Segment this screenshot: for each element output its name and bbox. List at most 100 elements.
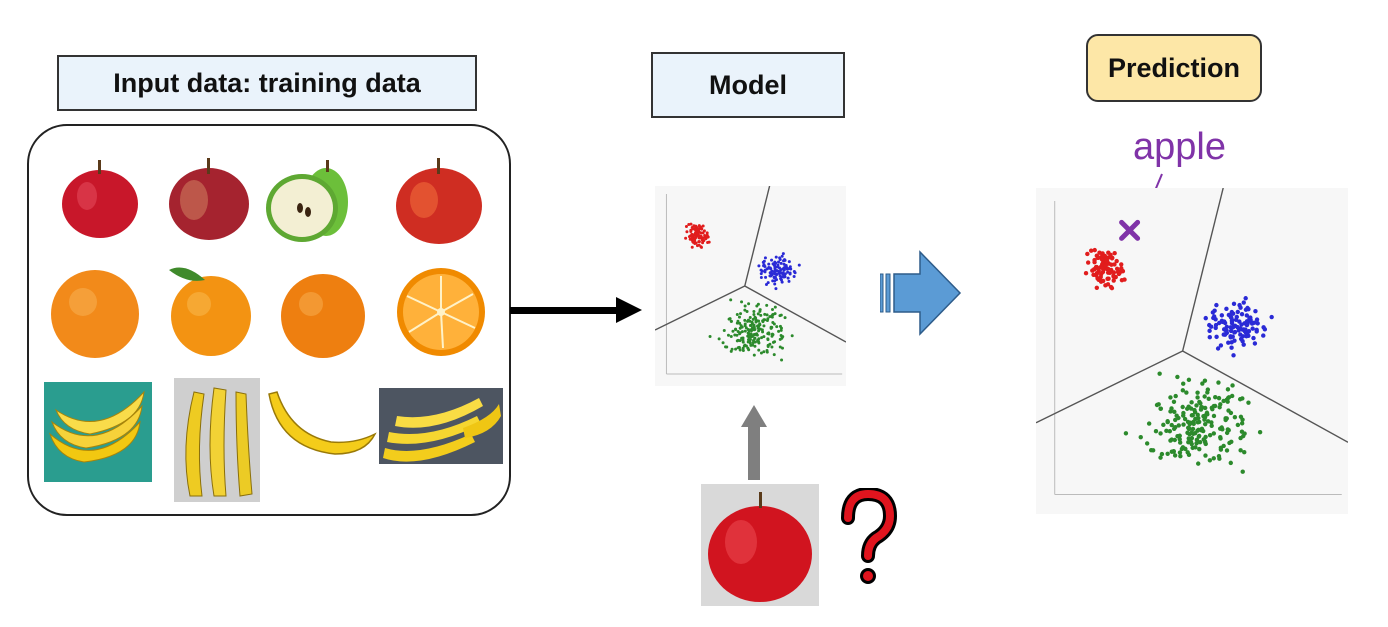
green-cluster-point: [739, 312, 743, 316]
green-cluster-point: [751, 343, 755, 347]
green-cluster-point: [760, 336, 764, 340]
green-cluster-point: [770, 308, 774, 312]
blue-cluster-point: [1236, 328, 1241, 333]
green-cluster-point: [753, 315, 757, 319]
green-cluster-point: [1226, 408, 1231, 413]
red-cluster-point: [1094, 285, 1100, 290]
green-cluster-point: [1194, 441, 1199, 446]
green-cluster-point: [738, 348, 742, 352]
red-cluster-point: [1119, 262, 1124, 267]
question-mark-icon: [841, 488, 898, 584]
green-cluster-point: [743, 322, 747, 326]
green-cluster-point: [1167, 428, 1173, 434]
blue-cluster-point: [773, 265, 777, 269]
green-cluster-point: [1216, 380, 1221, 385]
green-cluster-point: [1192, 409, 1198, 415]
red-cluster-point: [706, 241, 710, 245]
green-cluster-point: [747, 335, 751, 339]
green-cluster-point: [779, 313, 783, 317]
green-cluster-point: [1224, 448, 1230, 453]
red-cluster-point: [696, 227, 700, 231]
blue-cluster-point: [1229, 345, 1234, 350]
green-cluster-point: [1165, 451, 1170, 457]
decision-boundary: [655, 285, 746, 331]
green-cluster-point: [1195, 412, 1200, 418]
blue-cluster-point: [1214, 302, 1219, 308]
green-cluster-point: [1158, 406, 1163, 411]
red-cluster-point: [1090, 268, 1095, 273]
prediction-title: Prediction: [1086, 34, 1262, 102]
red-cluster-point: [1088, 248, 1094, 253]
red-cluster-point: [691, 227, 695, 231]
green-cluster-point: [1211, 413, 1217, 419]
green-cluster-point: [738, 331, 742, 335]
green-cluster-point: [1177, 437, 1182, 442]
blue-cluster-point: [1239, 322, 1244, 327]
red-cluster-point: [1097, 250, 1102, 255]
green-cluster-point: [1217, 405, 1222, 410]
green-cluster-point: [769, 325, 773, 329]
blue-cluster-point: [781, 252, 785, 256]
blue-cluster-point: [1250, 326, 1255, 331]
blue-cluster-point: [760, 269, 764, 273]
green-cluster-point: [734, 347, 738, 351]
blue-cluster-point: [774, 287, 778, 291]
blue-cluster-point: [1212, 308, 1217, 313]
blue-cluster-point: [779, 261, 783, 265]
blue-cluster-point: [757, 264, 761, 268]
blue-cluster-point: [1253, 309, 1258, 314]
green-cluster-point: [1173, 417, 1178, 423]
green-cluster-point: [1181, 381, 1186, 386]
red-cluster-point: [1083, 271, 1089, 276]
blue-cluster-point: [1255, 321, 1260, 326]
blue-cluster-point: [1243, 330, 1249, 336]
green-cluster-point: [758, 323, 762, 327]
green-cluster-point: [783, 316, 787, 320]
green-cluster-point: [1188, 439, 1194, 445]
green-cluster-point: [779, 328, 783, 332]
green-cluster-point: [1169, 422, 1174, 428]
apple-half-image: [266, 160, 348, 242]
blue-cluster-point: [1232, 338, 1237, 343]
green-cluster-point: [756, 312, 760, 316]
green-cluster-point: [1173, 393, 1178, 399]
green-cluster-point: [741, 349, 745, 353]
green-cluster-point: [745, 310, 749, 314]
green-cluster-point: [1209, 420, 1214, 425]
green-cluster-point: [1257, 429, 1263, 435]
green-cluster-point: [1238, 448, 1243, 453]
red-cluster-point: [1112, 251, 1117, 256]
green-cluster-point: [1199, 426, 1205, 432]
green-cluster-point: [753, 340, 757, 344]
green-cluster-point: [736, 329, 740, 333]
green-cluster-point: [771, 321, 775, 325]
plot-axes: [665, 194, 843, 375]
green-cluster-point: [1202, 394, 1207, 399]
green-cluster-point: [1216, 453, 1222, 459]
blue-cluster-point: [763, 256, 767, 260]
apple-image: [169, 158, 249, 240]
green-cluster-point: [1203, 421, 1208, 427]
red-cluster-point: [684, 236, 688, 240]
red-cluster-point: [1111, 270, 1117, 275]
red-cluster-point: [1119, 277, 1125, 283]
red-cluster-point: [701, 231, 705, 235]
green-cluster-point: [1203, 453, 1208, 458]
blue-cluster-point: [1211, 315, 1216, 321]
green-cluster-point: [743, 318, 747, 322]
green-cluster-point: [1164, 428, 1169, 434]
green-cluster-point: [1238, 435, 1243, 441]
green-cluster-point: [1144, 441, 1150, 446]
green-cluster-point: [1172, 437, 1177, 443]
blue-cluster-point: [1229, 309, 1234, 315]
green-cluster-point: [1172, 453, 1178, 458]
green-cluster-point: [1246, 400, 1251, 405]
apple-image: [62, 160, 138, 238]
green-cluster-point: [740, 325, 744, 329]
green-cluster-point: [734, 328, 738, 332]
red-cluster-point: [696, 232, 700, 236]
blue-cluster-point: [762, 264, 766, 268]
green-cluster-point: [1195, 395, 1200, 400]
green-cluster-point: [1187, 420, 1193, 425]
blue-cluster-point: [792, 269, 796, 273]
